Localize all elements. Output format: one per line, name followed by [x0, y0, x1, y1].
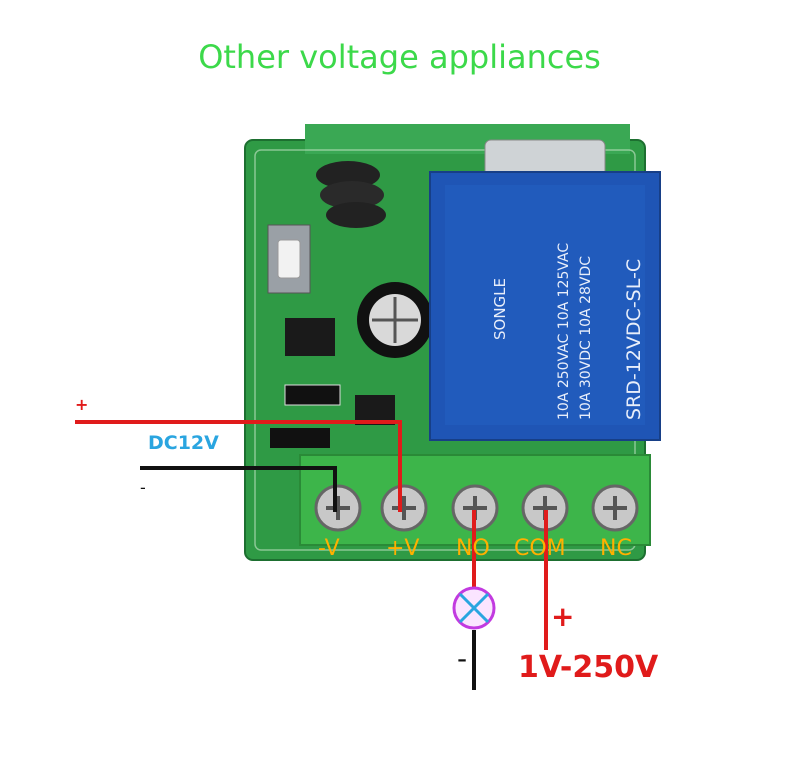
relay-model: SRD-12VDC-SL-C [623, 259, 645, 420]
input-minus-label: - [140, 478, 146, 497]
lamp-symbol [452, 586, 496, 630]
terminal-label-no: NO [456, 536, 490, 561]
relay: SONGLE 10A 250VAC 10A 125VAC 10A 30VDC 1… [429, 171, 661, 441]
terminal-label-com: COM [514, 536, 566, 561]
input-voltage-label: DC12V [148, 432, 219, 454]
output-minus-label: - [457, 642, 468, 675]
capacitor [357, 282, 433, 358]
push-button [277, 239, 301, 279]
terminal-label-plus-v: +V [386, 536, 420, 561]
relay-brand: SONGLE [491, 278, 509, 340]
wire-input-negative [140, 466, 337, 512]
ic-chip [285, 318, 335, 356]
output-plus-label: + [551, 600, 575, 633]
antenna-coil [316, 161, 386, 228]
wire-input-positive [75, 420, 402, 512]
terminal-label-nc: NC [600, 536, 632, 561]
output-voltage-range: 1V-250V [518, 650, 659, 685]
relay-rating-2: 10A 30VDC 10A 28VDC [578, 256, 594, 420]
terminal-screws [314, 484, 639, 532]
relay-rating-1: 10A 250VAC 10A 125VAC [556, 243, 572, 420]
diode [270, 428, 330, 448]
resistor-221 [284, 384, 341, 406]
terminal-label-minus-v: -V [318, 536, 340, 561]
input-plus-label: + [75, 395, 89, 414]
diagram-title: Other voltage appliances [198, 38, 601, 76]
